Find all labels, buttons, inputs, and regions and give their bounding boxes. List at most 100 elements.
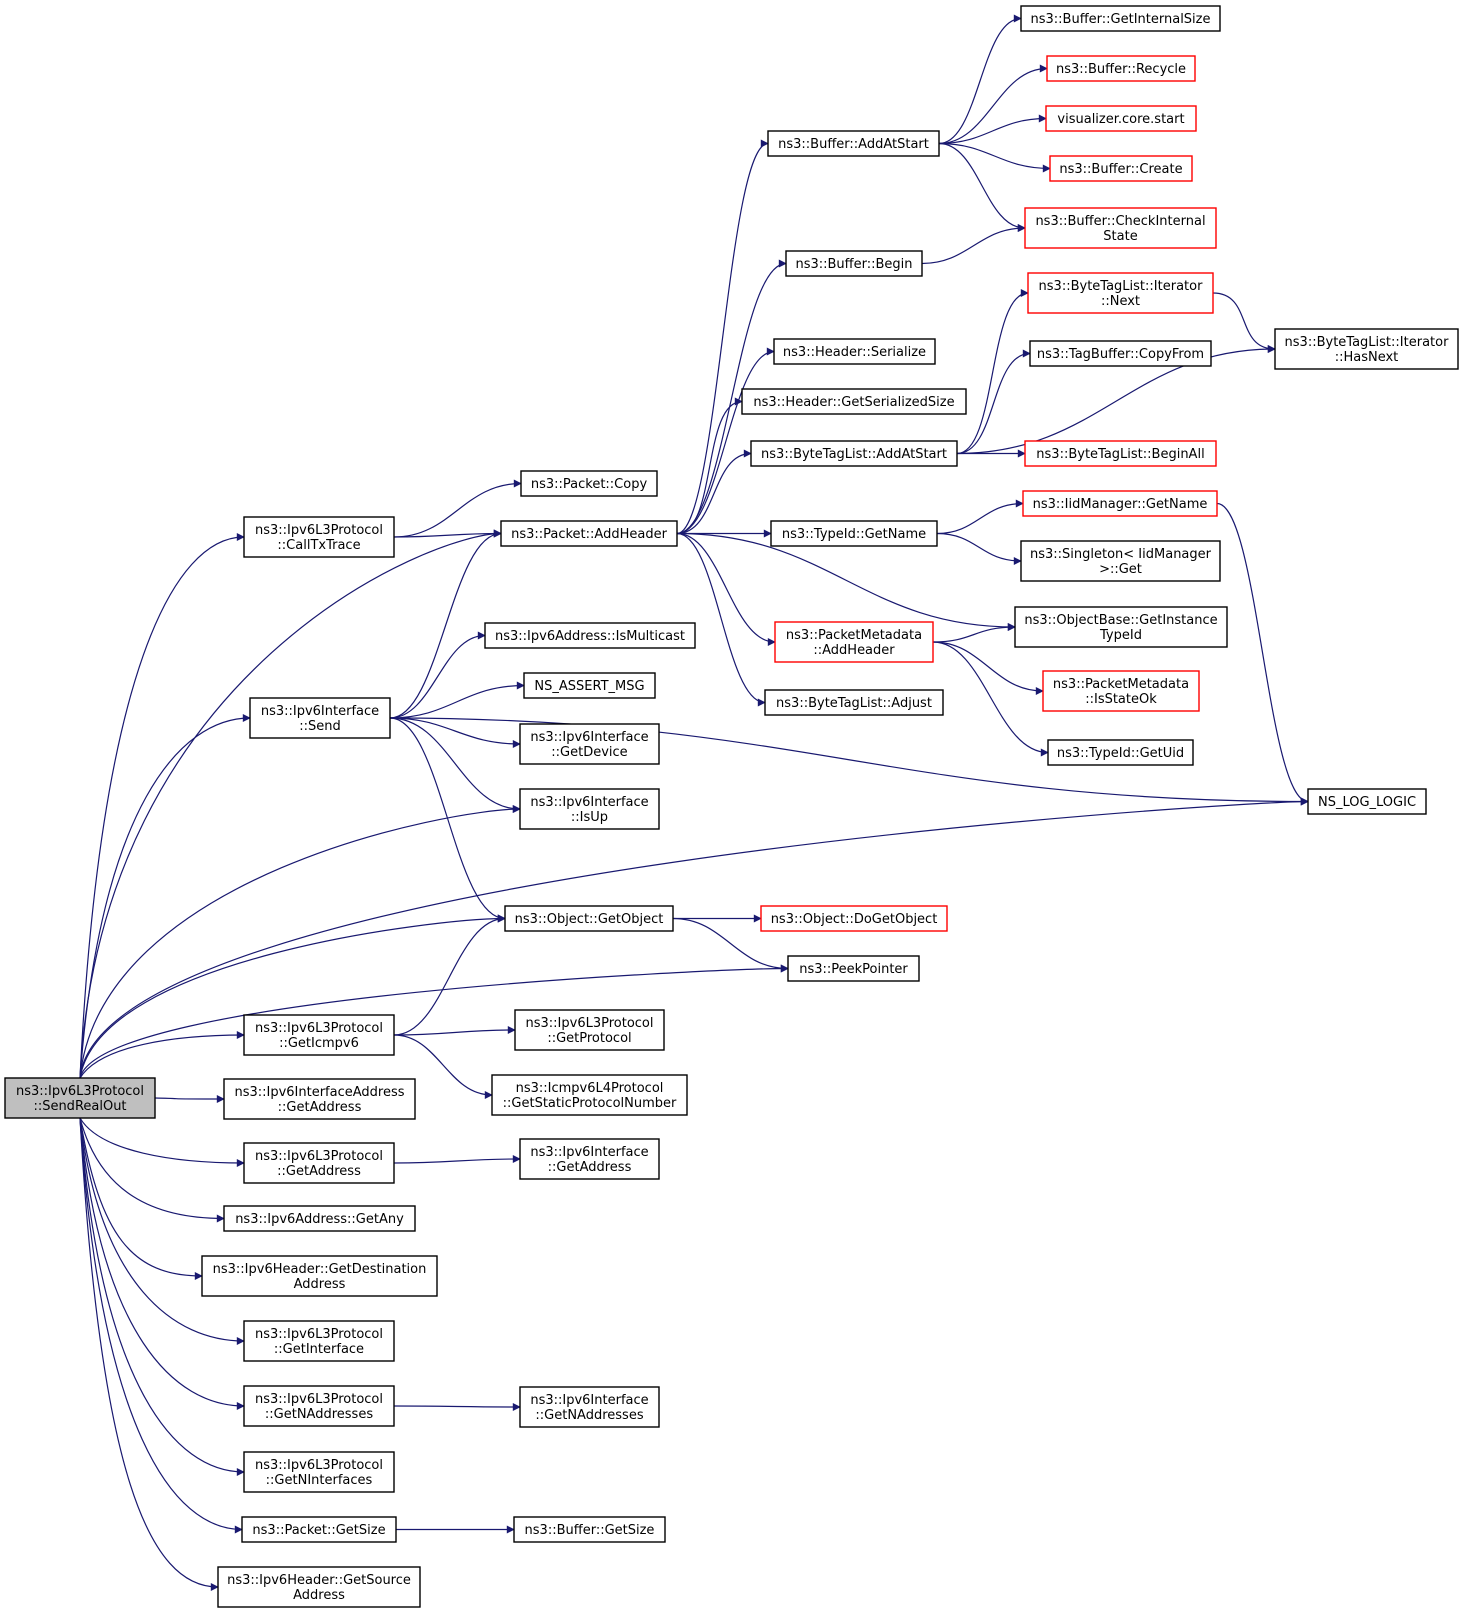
node-getIcmpv6[interactable]: ns3::Ipv6L3Protocol::GetIcmpv6 (243, 1014, 395, 1056)
node-label-line: ns3::PacketMetadata (786, 628, 922, 643)
node-pmIsStateOk[interactable]: ns3::PacketMetadata::IsStateOk (1042, 670, 1200, 712)
node-getInterface[interactable]: ns3::Ipv6L3Protocol::GetInterface (243, 1320, 395, 1362)
node-label-line: ns3::Ipv6L3Protocol (255, 1392, 383, 1407)
node-ifaceSend[interactable]: ns3::Ipv6Interface::Send (249, 697, 391, 739)
node-label-line: ns3::Ipv6L3Protocol (255, 1458, 383, 1473)
edges-layer (79, 14, 1309, 1591)
node-box (491, 1074, 688, 1116)
node-ifaceGetNAddresses[interactable]: ns3::Ipv6Interface::GetNAddresses (519, 1386, 660, 1428)
node-btlIterNext[interactable]: ns3::ByteTagList::Iterator::Next (1027, 272, 1214, 314)
node-box (519, 1138, 660, 1180)
node-bufBegin[interactable]: ns3::Buffer::Begin (785, 250, 923, 277)
node-pmAddHeader[interactable]: ns3::PacketMetadata::AddHeader (774, 621, 934, 663)
edge-bufAddAtStart-to-vizStart (938, 114, 1047, 145)
edge-ifaceSend-to-nsLogLogic (389, 717, 1309, 806)
node-box (1274, 328, 1459, 370)
edge-root-to-getDestAddr (79, 1117, 203, 1280)
edge-root-to-nsLogLogic (79, 797, 1309, 1079)
edge-ifaceSend-to-getObject (389, 717, 506, 923)
node-label-line: ns3::TagBuffer::CopyFrom (1037, 347, 1204, 362)
node-singletonGet[interactable]: ns3::Singleton< IidManager>::Get (1020, 540, 1221, 582)
node-typeIdGetUid[interactable]: ns3::TypeId::GetUid (1047, 739, 1194, 766)
edge-pmAddHeader-to-typeIdGetUid (932, 641, 1049, 757)
node-isMulticast[interactable]: ns3::Ipv6Address::IsMulticast (484, 622, 696, 649)
node-typeIdGetName[interactable]: ns3::TypeId::GetName (770, 520, 938, 547)
node-label-line: >::Get (1099, 562, 1142, 577)
node-label-line: NS_LOG_LOGIC (1318, 795, 1416, 810)
node-box (764, 689, 944, 716)
edge-addHeader-to-bufAddAtStart (676, 139, 769, 535)
node-root[interactable]: ns3::Ipv6L3Protocol::SendRealOut (4, 1077, 156, 1119)
node-getObject[interactable]: ns3::Object::GetObject (504, 905, 674, 932)
node-getNInterfaces[interactable]: ns3::Ipv6L3Protocol::GetNInterfaces (243, 1451, 395, 1493)
node-ifaceGetAddress[interactable]: ns3::Ipv6Interface::GetAddress (519, 1138, 660, 1180)
node-peekPointer[interactable]: ns3::PeekPointer (787, 955, 920, 982)
node-label-line: ::CallTxTrace (277, 538, 360, 553)
node-staticProtoNum[interactable]: ns3::Icmpv6L4Protocol::GetStaticProtocol… (491, 1074, 688, 1116)
node-box (760, 905, 948, 932)
node-btlBeginAll[interactable]: ns3::ByteTagList::BeginAll (1024, 440, 1217, 467)
node-box (249, 697, 391, 739)
node-label-line: ns3::Header::Serialize (783, 345, 926, 360)
node-btlIterHasNext[interactable]: ns3::ByteTagList::Iterator::HasNext (1274, 328, 1459, 370)
node-vizStart[interactable]: visualizer.core.start (1045, 105, 1197, 132)
node-doGetObject[interactable]: ns3::Object::DoGetObject (760, 905, 948, 932)
node-tagBufCopyFrom[interactable]: ns3::TagBuffer::CopyFrom (1029, 340, 1212, 367)
edge-getIcmpv6-to-getProtocol (393, 1026, 516, 1036)
node-btlAddAtStart[interactable]: ns3::ByteTagList::AddAtStart (750, 440, 958, 467)
node-label-line: ::SendRealOut (33, 1099, 126, 1114)
node-box (1024, 207, 1217, 249)
node-label-line: ns3::Icmpv6L4Protocol (516, 1081, 664, 1096)
node-btlAdjust[interactable]: ns3::ByteTagList::Adjust (764, 689, 944, 716)
node-bufRecycle[interactable]: ns3::Buffer::Recycle (1046, 55, 1196, 82)
node-bufAddAtStart[interactable]: ns3::Buffer::AddAtStart (767, 130, 940, 157)
node-packetGetSize[interactable]: ns3::Packet::GetSize (241, 1516, 397, 1543)
node-getNAddresses[interactable]: ns3::Ipv6L3Protocol::GetNAddresses (243, 1385, 395, 1427)
node-getAny[interactable]: ns3::Ipv6Address::GetAny (223, 1205, 416, 1232)
node-box (500, 520, 678, 547)
node-packetCopy[interactable]: ns3::Packet::Copy (520, 470, 658, 497)
node-label-line: ::GetNAddresses (535, 1408, 643, 1423)
edge-root-to-getNAddresses (79, 1117, 245, 1410)
node-label-line: ns3::Buffer::GetSize (525, 1523, 655, 1538)
node-nsAssert[interactable]: NS_ASSERT_MSG (523, 672, 656, 699)
node-label-line: ::GetStaticProtocolNumber (503, 1096, 677, 1111)
node-iidGetName[interactable]: ns3::IidManager::GetName (1022, 490, 1218, 517)
node-box (223, 1078, 416, 1120)
node-box (513, 1516, 666, 1543)
node-callTxTrace[interactable]: ns3::Ipv6L3Protocol::CallTxTrace (243, 516, 395, 558)
node-bufCreate[interactable]: ns3::Buffer::Create (1049, 155, 1193, 182)
node-label-line: ns3::ByteTagList::BeginAll (1036, 447, 1204, 462)
edge-iidGetName-to-nsLogLogic (1216, 502, 1309, 806)
node-hdrSerialize[interactable]: ns3::Header::Serialize (773, 338, 936, 365)
node-box (223, 1205, 416, 1232)
node-getDevice[interactable]: ns3::Ipv6Interface::GetDevice (519, 723, 660, 765)
node-isUp[interactable]: ns3::Ipv6Interface::IsUp (519, 788, 660, 830)
edge-ifaceSend-to-isMulticast (389, 631, 486, 719)
node-getProtocol[interactable]: ns3::Ipv6L3Protocol::GetProtocol (514, 1009, 665, 1051)
node-nsLogLogic[interactable]: NS_LOG_LOGIC (1307, 788, 1427, 815)
edge-root-to-getAny (79, 1117, 225, 1223)
node-label-line: ns3::Ipv6Interface (530, 795, 648, 810)
node-box (243, 1320, 395, 1362)
node-ifaceAddrGetAddress[interactable]: ns3::Ipv6InterfaceAddress::GetAddress (223, 1078, 416, 1120)
node-hdrSerSize[interactable]: ns3::Header::GetSerializedSize (741, 388, 967, 415)
node-box (1022, 490, 1218, 517)
node-box (519, 723, 660, 765)
edge-root-to-peekPointer (79, 964, 789, 1079)
node-label-line: ::IsStateOk (1085, 692, 1157, 707)
edge-bufAddAtStart-to-bufGetInternalSize (938, 14, 1022, 145)
node-label-line: ns3::ObjectBase::GetInstance (1024, 613, 1217, 628)
node-addHeader[interactable]: ns3::Packet::AddHeader (500, 520, 678, 547)
edge-root-to-callTxTrace (79, 533, 245, 1079)
node-bufGetInternalSize[interactable]: ns3::Buffer::GetInternalSize (1020, 5, 1221, 32)
edge-addHeader-to-btlAdjust (676, 532, 766, 707)
edge-root-to-isUp (79, 805, 521, 1079)
node-l3GetAddress[interactable]: ns3::Ipv6L3Protocol::GetAddress (243, 1142, 395, 1184)
node-bufferGetSize[interactable]: ns3::Buffer::GetSize (513, 1516, 666, 1543)
node-box (217, 1566, 421, 1608)
